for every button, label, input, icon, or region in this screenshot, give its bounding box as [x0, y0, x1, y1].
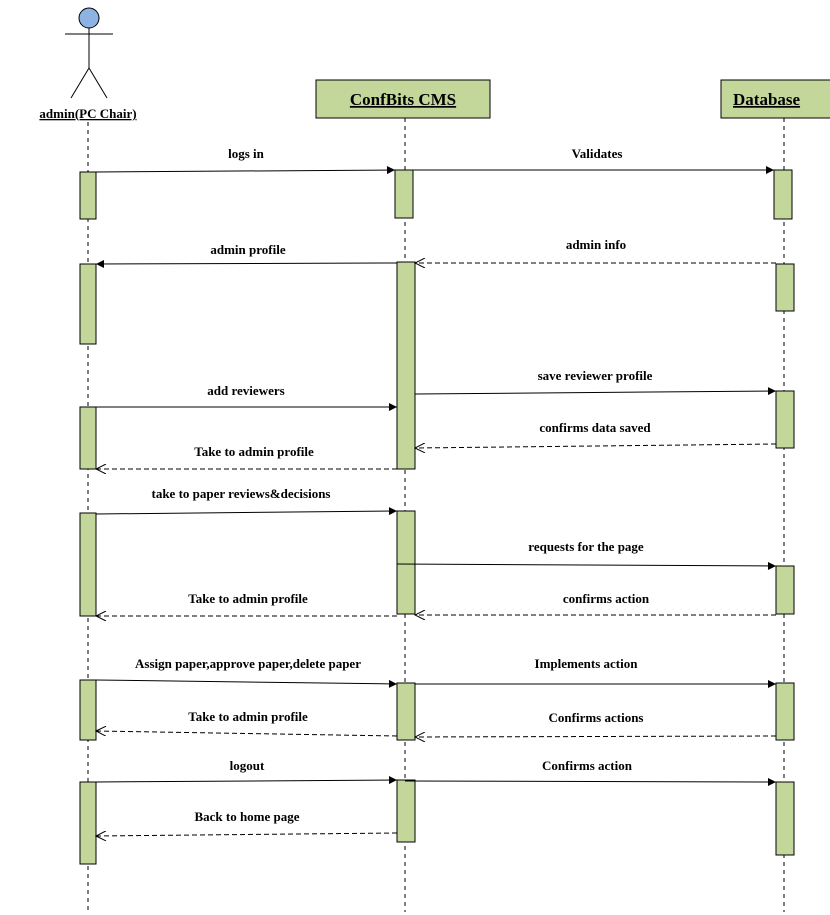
participant-db-box: [720, 79, 830, 119]
message-arrow: [95, 776, 398, 785]
participant-db-label: Database: [733, 90, 801, 109]
activation-bar: [79, 171, 97, 220]
message-arrow: [415, 736, 777, 737]
activation-bars: [79, 169, 795, 865]
message-label: Take to admin profile: [194, 444, 314, 459]
activation-bar: [394, 169, 414, 219]
message-label: take to paper reviews&decisions: [152, 486, 331, 501]
message-label: confirms action: [563, 591, 650, 606]
activation-bar: [775, 263, 795, 312]
message-label: confirms data saved: [539, 420, 651, 435]
lifelines: [87, 118, 785, 912]
message-arrow: [96, 833, 398, 836]
activation-bar: [79, 406, 97, 470]
message-label: admin profile: [210, 242, 285, 257]
message-arrow: [95, 507, 398, 516]
participant-cms-box: [315, 79, 491, 119]
message-label: Assign paper,approve paper,delete paper: [135, 656, 361, 671]
message-arrow: [95, 166, 396, 175]
activation-bar: [79, 263, 97, 345]
actor-admin: admin(PC Chair): [39, 7, 137, 121]
message-arrow: [404, 777, 777, 786]
message-arrow: [95, 679, 398, 688]
participant-db: Database: [720, 79, 830, 119]
activation-bar: [775, 390, 795, 449]
activation-bar: [775, 781, 795, 856]
message-label: logs in: [228, 146, 265, 161]
message-label: Validates: [572, 146, 623, 161]
message-arrow: [95, 259, 398, 268]
activation-bar: [396, 261, 416, 470]
message-arrow: [414, 387, 777, 396]
message-label: admin info: [566, 237, 626, 252]
message-label: save reviewer profile: [538, 368, 653, 383]
activation-bar: [775, 682, 795, 741]
actor-left-leg: [70, 67, 90, 99]
message-label: Confirms actions: [549, 710, 644, 725]
message-label: Take to admin profile: [188, 709, 308, 724]
activation-bar: [773, 169, 793, 220]
message-label: Back to home page: [194, 809, 299, 824]
activation-bar: [396, 779, 416, 843]
activation-bar: [79, 512, 97, 617]
actor-head: [78, 7, 100, 29]
participant-cms: ConfBits CMS: [315, 79, 491, 119]
actor-right-leg: [88, 67, 108, 99]
message-arrow: [96, 731, 398, 737]
message-arrow: [415, 444, 777, 448]
message-arrow: [396, 561, 777, 570]
message-label: Confirms action: [542, 758, 633, 773]
message-labels: logs in Validates admin profile admin in…: [135, 146, 653, 824]
participant-admin-label: admin(PC Chair): [39, 106, 136, 121]
activation-bar: [396, 510, 416, 615]
messages: [95, 166, 777, 836]
message-label: logout: [230, 758, 265, 773]
activation-bar: [79, 679, 97, 741]
activation-bar: [775, 565, 795, 615]
message-label: Implements action: [535, 656, 639, 671]
activation-bar: [79, 781, 97, 865]
participant-cms-label: ConfBits CMS: [350, 90, 456, 109]
message-label: requests for the page: [528, 539, 644, 554]
message-label: add reviewers: [207, 383, 284, 398]
activation-bar: [396, 682, 416, 741]
message-label: Take to admin profile: [188, 591, 308, 606]
